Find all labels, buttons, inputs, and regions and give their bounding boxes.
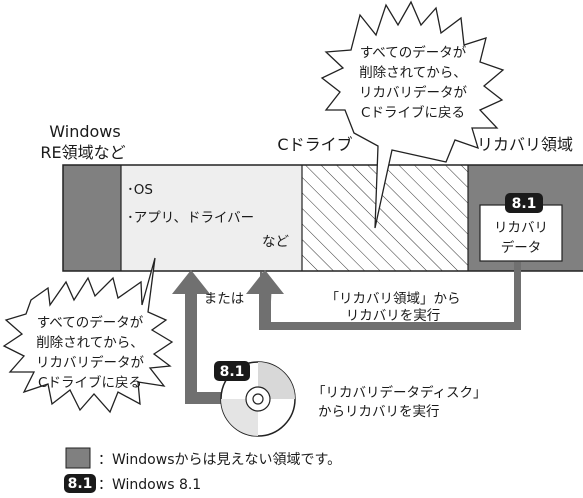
os-label: ･OS [127, 182, 153, 198]
windows-re-label-line2: RE領域など [40, 143, 125, 162]
callout-left-line2: 削除されてから、 [36, 335, 144, 351]
legend-gray-text: ：Windowsからは見えない領域です。 [98, 451, 341, 468]
arrow-head-recovery [246, 270, 284, 294]
os-apps-area [121, 165, 302, 271]
legend-badge [64, 474, 96, 493]
recovery-area-label: リカバリ領域 [477, 135, 573, 154]
callout-left-line4: Cドライブに戻る [38, 374, 142, 391]
from-area-line2: リカバリを実行 [346, 308, 441, 324]
from-area-line1: 「リカバリ領域」から [326, 290, 461, 307]
or-label: または [204, 291, 245, 307]
disc-badge [214, 361, 250, 381]
windows-re-label-line1: Windows [49, 122, 120, 141]
from-disc-line1: 「リカバリデータディスク」 [312, 384, 487, 401]
recovery-data-line1: リカバリ [494, 220, 548, 236]
recovery-badge [505, 193, 543, 213]
callout-top-line3: リカバリデータが [359, 84, 467, 101]
callout-left-line3: リカバリデータが [36, 354, 144, 371]
disc-badge-text: 8.1 [220, 364, 245, 380]
callout-left-line1: すべてのデータが [37, 314, 144, 331]
callout-top-line1: すべてのデータが [360, 44, 467, 61]
legend-badge-text: 8.1 [68, 476, 93, 492]
recovery-data-line2: データ [501, 239, 542, 256]
legend-badge-desc: ：Windows 8.1 [98, 477, 201, 493]
arrow-head-disc [172, 270, 210, 294]
recovery-badge-text: 8.1 [512, 196, 537, 212]
apps-label: ･アプリ、ドライバー [127, 210, 254, 226]
callout-top-line2: 削除されてから、 [359, 65, 467, 81]
arrow-from-recovery-area [260, 262, 521, 330]
recovery-data-box [479, 204, 563, 262]
callout-left: すべてのデータが 削除されてから、 リカバリデータが Cドライブに戻る [2, 257, 174, 414]
callout-top: すべてのデータが 削除されてから、 リカバリデータが Cドライブに戻る [320, 0, 505, 229]
apps-label-cont: など [262, 234, 289, 250]
partition-bar-outline [62, 164, 583, 272]
from-disc-line2: からリカバリを実行 [318, 404, 440, 420]
windows-re-partition [63, 165, 121, 271]
c-drive-label: Cドライブ [277, 135, 352, 154]
legend-gray-swatch [65, 447, 91, 469]
callout-top-line4: Cドライブに戻る [361, 104, 465, 121]
